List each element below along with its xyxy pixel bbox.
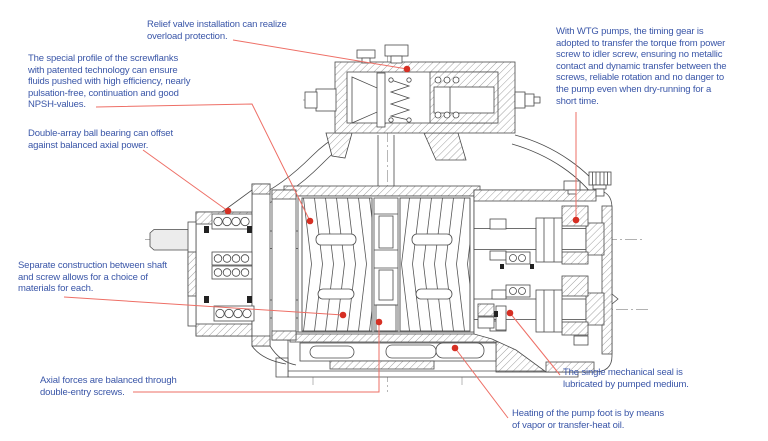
- dot-axial-forces: [375, 318, 383, 326]
- mechanical-seal: [477, 303, 507, 331]
- annotation-ball-bearing: Double-array ball bearing can offset aga…: [28, 128, 173, 151]
- leader-mechanical-seal: [509, 312, 561, 376]
- leader-foot-heating: [454, 347, 509, 419]
- dot-shaft-screw: [339, 311, 347, 319]
- annotation-mechanical-seal: The single mechanical seal is lubricated…: [563, 367, 689, 390]
- bearing-housing: [149, 183, 303, 365]
- leader-relief-valve: [232, 39, 408, 70]
- leader-shaft-screw: [63, 296, 344, 316]
- annotation-axial-forces: Axial forces are balanced through double…: [40, 375, 177, 398]
- dot-screwflank: [306, 217, 314, 225]
- double-array-ball-bearings: [211, 213, 255, 322]
- dot-mechanical-seal: [506, 309, 514, 317]
- relief-valve-assembly: [304, 44, 541, 134]
- timing-gear-housing: [473, 171, 619, 373]
- annotation-relief-valve: Relief valve installation can realize ov…: [147, 19, 287, 42]
- leader-axial-forces: [133, 322, 380, 393]
- annotation-timing-gear: With WTG pumps, the timing gear is adopt…: [556, 26, 727, 107]
- screw-rotors: [297, 195, 475, 333]
- annotation-leaders: [63, 39, 580, 419]
- annotation-screwflank-profile: The special profile of the screwflanks w…: [28, 53, 191, 111]
- timing-gears: [535, 205, 589, 336]
- dot-relief-valve: [403, 65, 411, 73]
- leader-ball-bearing: [142, 149, 229, 212]
- annotation-pump-foot-heating: Heating of the pump foot is by means of …: [512, 408, 664, 431]
- dot-ball-bearing: [224, 207, 232, 215]
- dot-timing-gear: [572, 216, 580, 224]
- housing-bolt: [563, 180, 581, 191]
- dot-foot-heating: [451, 344, 459, 352]
- annotation-shaft-screw-separation: Separate construction between shaft and …: [18, 260, 167, 295]
- grease-knob: [588, 171, 612, 197]
- leader-screwflank: [95, 103, 311, 222]
